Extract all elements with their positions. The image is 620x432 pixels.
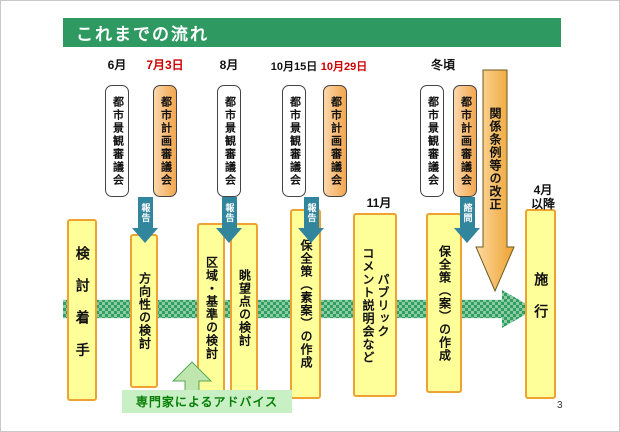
process-box-enforce: 施行 — [525, 209, 556, 399]
report-arrow-label: 報告 — [221, 197, 237, 228]
page-title: これまでの流れ — [76, 25, 209, 44]
report-arrow-label: 報告 — [137, 197, 153, 228]
page-number: 3 — [557, 400, 563, 411]
process-box-plan: 保全策（案）の作成 — [426, 213, 462, 393]
date-winter: 冬頃 — [430, 58, 455, 72]
date-april: 4月 以降 — [530, 183, 555, 211]
down-arrow-head — [216, 228, 242, 243]
date-june: 6月 — [107, 58, 127, 72]
committee-box-planning: 都市計画審議会 — [453, 85, 477, 197]
process-box-public-comment: パブリック コメント説明会など — [353, 213, 397, 397]
down-arrow-head — [298, 228, 324, 243]
ordinance-label: 関係条例等の改正 — [488, 107, 502, 211]
date-november: 11月 — [366, 196, 392, 210]
process-box-start: 検討着手 — [67, 219, 97, 401]
report-arrow: 報告 — [131, 197, 159, 243]
committee-box-landscape: 都市景観審議会 — [420, 85, 444, 197]
advice-box: 専門家によるアドバイス — [122, 390, 292, 413]
ordinance-down-arrow: 関係条例等の改正 — [475, 69, 515, 293]
date-oct15: 10月15日 — [270, 61, 318, 73]
date-july3: 7月3日 — [146, 58, 184, 72]
advice-label: 専門家によるアドバイス — [135, 395, 279, 409]
process-box-viewpoint: 眺望点の検討 — [230, 223, 258, 393]
committee-box-landscape: 都市景観審議会 — [105, 85, 129, 197]
committee-box-landscape: 都市景観審議会 — [282, 85, 306, 197]
down-arrow-head — [454, 228, 480, 243]
committee-box-landscape: 都市景観審議会 — [217, 85, 241, 197]
up-arrow-shape — [171, 361, 213, 393]
consult-arrow: 諮問 — [453, 197, 481, 243]
committee-box-planning: 都市計画審議会 — [323, 85, 347, 197]
ordinance-arrow-shape — [475, 69, 515, 293]
title-bar: これまでの流れ — [63, 18, 561, 47]
report-arrow: 報告 — [297, 197, 325, 243]
process-box-direction: 方向性の検討 — [130, 234, 158, 388]
committee-box-planning: 都市計画審議会 — [153, 85, 177, 197]
date-august: 8月 — [219, 58, 239, 72]
consult-arrow-label: 諮問 — [459, 197, 475, 228]
down-arrow-head — [132, 228, 158, 243]
date-oct29: 10月29日 — [320, 61, 368, 73]
report-arrow-label: 報告 — [303, 197, 319, 228]
report-arrow: 報告 — [215, 197, 243, 243]
